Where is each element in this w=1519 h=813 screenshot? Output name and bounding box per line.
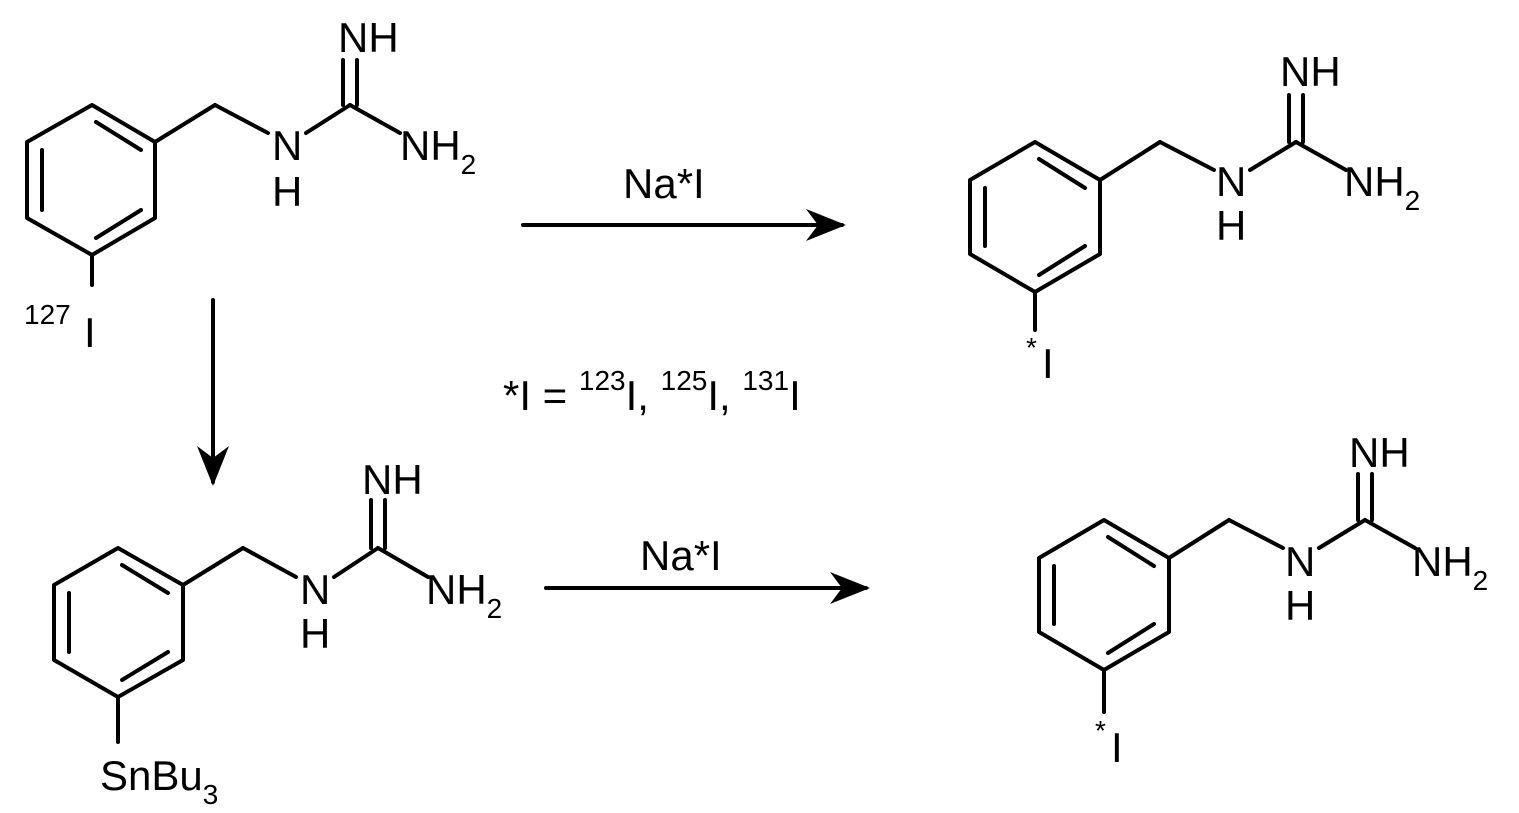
imine-label: NH bbox=[1280, 48, 1341, 95]
amino-label: NH2 bbox=[400, 122, 476, 180]
imine-label: NH bbox=[338, 14, 399, 61]
imine-label: NH bbox=[362, 456, 423, 503]
amino-label: NH2 bbox=[1412, 538, 1488, 596]
amine-n-label: N bbox=[1285, 538, 1315, 585]
side-chain bbox=[1033, 93, 1348, 332]
benzene-ring bbox=[25, 103, 157, 257]
tributylstannyl-label: SnBu3 bbox=[100, 752, 218, 810]
side-chain bbox=[116, 498, 430, 744]
isotope-definition: *I = 123I, 125I, 131I bbox=[503, 365, 801, 419]
amine-h-label: H bbox=[1285, 582, 1315, 629]
amine-n-label: N bbox=[300, 566, 330, 613]
side-chain bbox=[1102, 472, 1417, 714]
molecule-product-top: NH N H NH2 * I bbox=[968, 48, 1420, 387]
radioisotope-star: * bbox=[1095, 715, 1106, 746]
amine-h-label: H bbox=[300, 610, 330, 657]
iodine-label: I bbox=[84, 309, 96, 356]
isotope-mass-127: 127 bbox=[24, 299, 71, 330]
molecule-product-bottom: NH N H NH2 * I bbox=[1037, 429, 1488, 771]
amine-n-label: N bbox=[272, 122, 302, 169]
reagent-top: Na*I bbox=[623, 160, 705, 207]
imine-label: NH bbox=[1349, 429, 1410, 476]
amine-h-label: H bbox=[272, 168, 302, 215]
radioisotope-star: * bbox=[1026, 332, 1037, 363]
benzene-ring bbox=[52, 546, 185, 699]
reagent-bottom: Na*I bbox=[640, 532, 722, 579]
side-chain bbox=[90, 58, 402, 287]
benzene-ring bbox=[1037, 518, 1171, 672]
molecule-stannane: NH N H NH2 SnBu3 bbox=[52, 456, 502, 810]
molecule-starting-material: NH N H NH2 127 I bbox=[24, 14, 476, 356]
amino-label: NH2 bbox=[1344, 158, 1420, 216]
iodine-label: I bbox=[1111, 724, 1123, 771]
amine-h-label: H bbox=[1216, 202, 1246, 249]
iodine-label: I bbox=[1042, 340, 1054, 387]
amino-label: NH2 bbox=[426, 566, 502, 624]
amine-n-label: N bbox=[1216, 158, 1246, 205]
benzene-ring bbox=[968, 140, 1102, 294]
